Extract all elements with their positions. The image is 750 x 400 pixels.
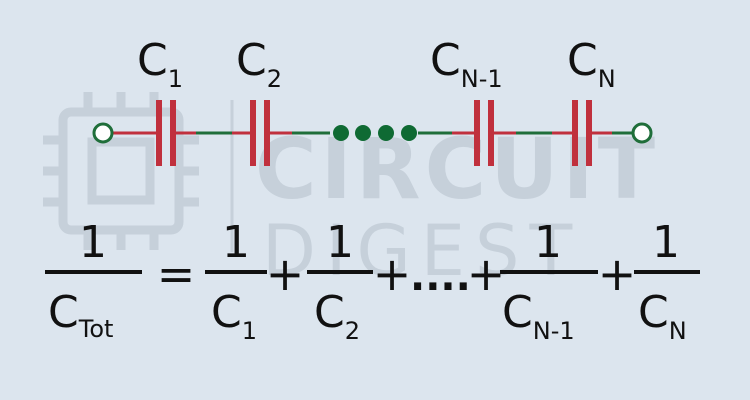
cap-label-base: C — [236, 35, 267, 86]
dots-ellipsis — [333, 125, 417, 141]
term2-sub: 2 — [345, 317, 360, 345]
cap-label-base: C — [430, 35, 461, 86]
circuit — [92, 100, 653, 166]
watermark: CIRCUIT DIGEST — [43, 92, 659, 292]
watermark-line2: DIGEST — [262, 210, 582, 292]
term2-base: C — [314, 287, 345, 338]
capacitor-symbol — [572, 100, 592, 166]
termN-denominator: CN — [638, 287, 687, 345]
termN-base: C — [638, 287, 669, 338]
terminal-circle — [92, 122, 114, 144]
lhs-sub: Tot — [78, 315, 114, 343]
watermark-line1: CIRCUIT — [255, 120, 659, 218]
plus-sign: + — [373, 247, 412, 301]
lhs-base: C — [48, 287, 79, 338]
term1-sub: 1 — [242, 317, 257, 345]
cap-label-2: C2 — [236, 35, 282, 93]
termN-fraction-bar — [634, 270, 700, 274]
cap-label-1: C1 — [137, 35, 183, 93]
capacitor-symbol — [156, 100, 176, 166]
term1-base: C — [211, 287, 242, 338]
lhs-denominator: CTot — [48, 287, 113, 343]
formula-ellipsis: .... — [410, 254, 471, 300]
lhs-numerator: 1 — [79, 217, 107, 268]
term2-numerator: 1 — [326, 217, 354, 268]
cap-label-sub: 2 — [267, 65, 282, 93]
lhs-fraction-bar — [45, 270, 142, 274]
termN1-denominator: CN-1 — [502, 287, 575, 345]
termN-sub: N — [669, 317, 687, 345]
term1-fraction-bar — [205, 270, 267, 274]
term2-fraction-bar — [307, 270, 373, 274]
circuit-digest-chip-icon — [43, 92, 234, 252]
plus-sign: + — [266, 247, 305, 301]
term2-denominator: C2 — [314, 287, 360, 345]
termN1-base: C — [502, 287, 533, 338]
term1-denominator: C1 — [211, 287, 257, 345]
capacitor-labels: C1 C2 CN-1 CN — [137, 35, 616, 93]
termN-numerator: 1 — [652, 217, 680, 268]
plus-sign: + — [467, 247, 506, 301]
termN1-fraction-bar — [500, 270, 598, 274]
cap-label-base: C — [567, 35, 598, 86]
terminal-circle — [631, 122, 653, 144]
termN1-sub: N-1 — [533, 317, 575, 345]
plus-sign: + — [598, 247, 637, 301]
term1-numerator: 1 — [222, 217, 250, 268]
capacitor-symbol — [250, 100, 270, 166]
capacitor-symbol — [474, 100, 494, 166]
cap-label-sub: N — [598, 65, 616, 93]
termN1-numerator: 1 — [534, 217, 562, 268]
cap-label-base: C — [137, 35, 168, 86]
cap-label-n1: CN-1 — [430, 35, 503, 93]
cap-label-sub: N-1 — [461, 65, 503, 93]
cap-label-n: CN — [567, 35, 616, 93]
equals-sign: = — [157, 247, 196, 301]
formula: 1 CTot = 1 C1 + 1 C2 + .... + 1 CN-1 + 1 — [45, 217, 700, 345]
cap-label-sub: 1 — [168, 65, 183, 93]
